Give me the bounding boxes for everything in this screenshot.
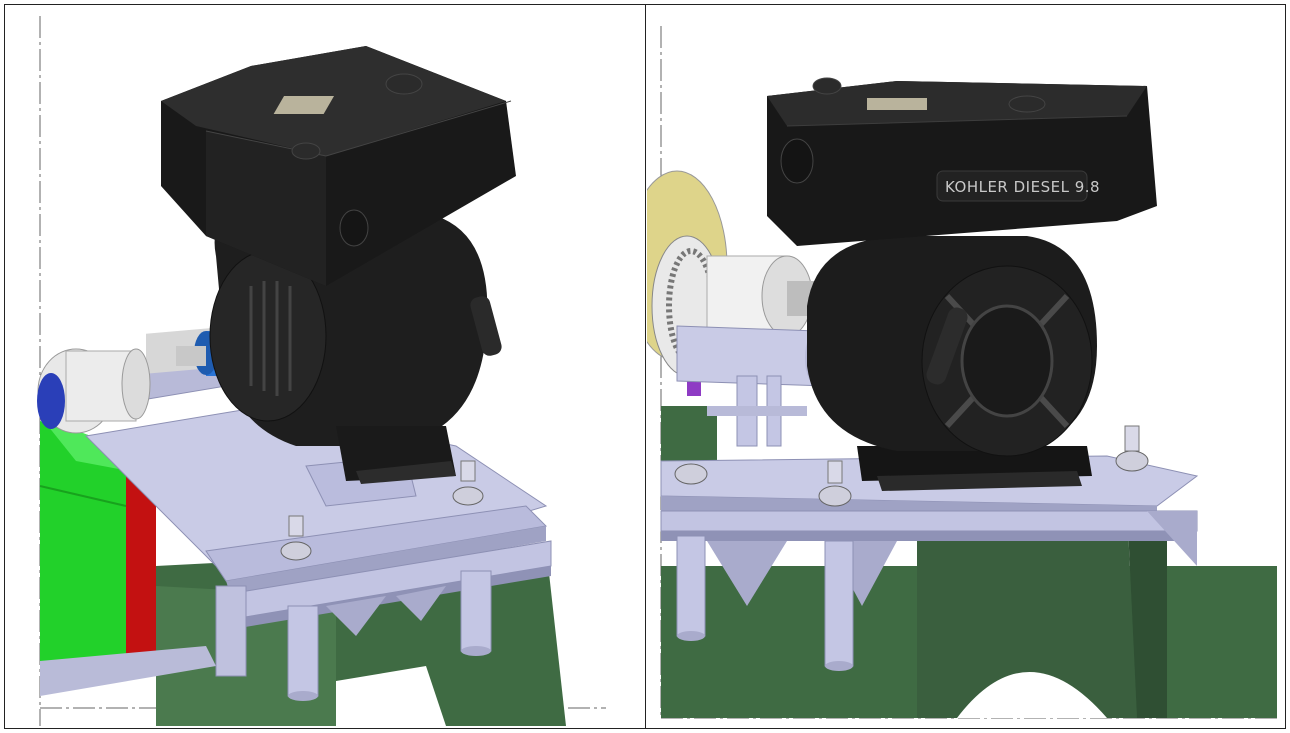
right-view: KOHLER DIESEL 9.8 <box>647 6 1284 727</box>
left-view <box>6 6 644 727</box>
support-posts <box>287 570 492 701</box>
bolts <box>674 425 1149 507</box>
bolts <box>280 460 484 561</box>
engine-model-label: KOHLER DIESEL 9.8 <box>945 178 1100 196</box>
engine-body <box>807 236 1097 457</box>
mounting-plates <box>84 405 552 677</box>
fuel-tank: KOHLER DIESEL 9.8 <box>767 77 1157 246</box>
support-posts <box>676 535 854 671</box>
engine-mount <box>857 446 1092 491</box>
left-cad-render <box>37 16 606 726</box>
fuel-tank <box>161 46 516 286</box>
base-frame <box>661 406 1277 718</box>
right-cad-render: KOHLER DIESEL 9.8 <box>647 26 1277 719</box>
panel-divider <box>645 4 646 729</box>
